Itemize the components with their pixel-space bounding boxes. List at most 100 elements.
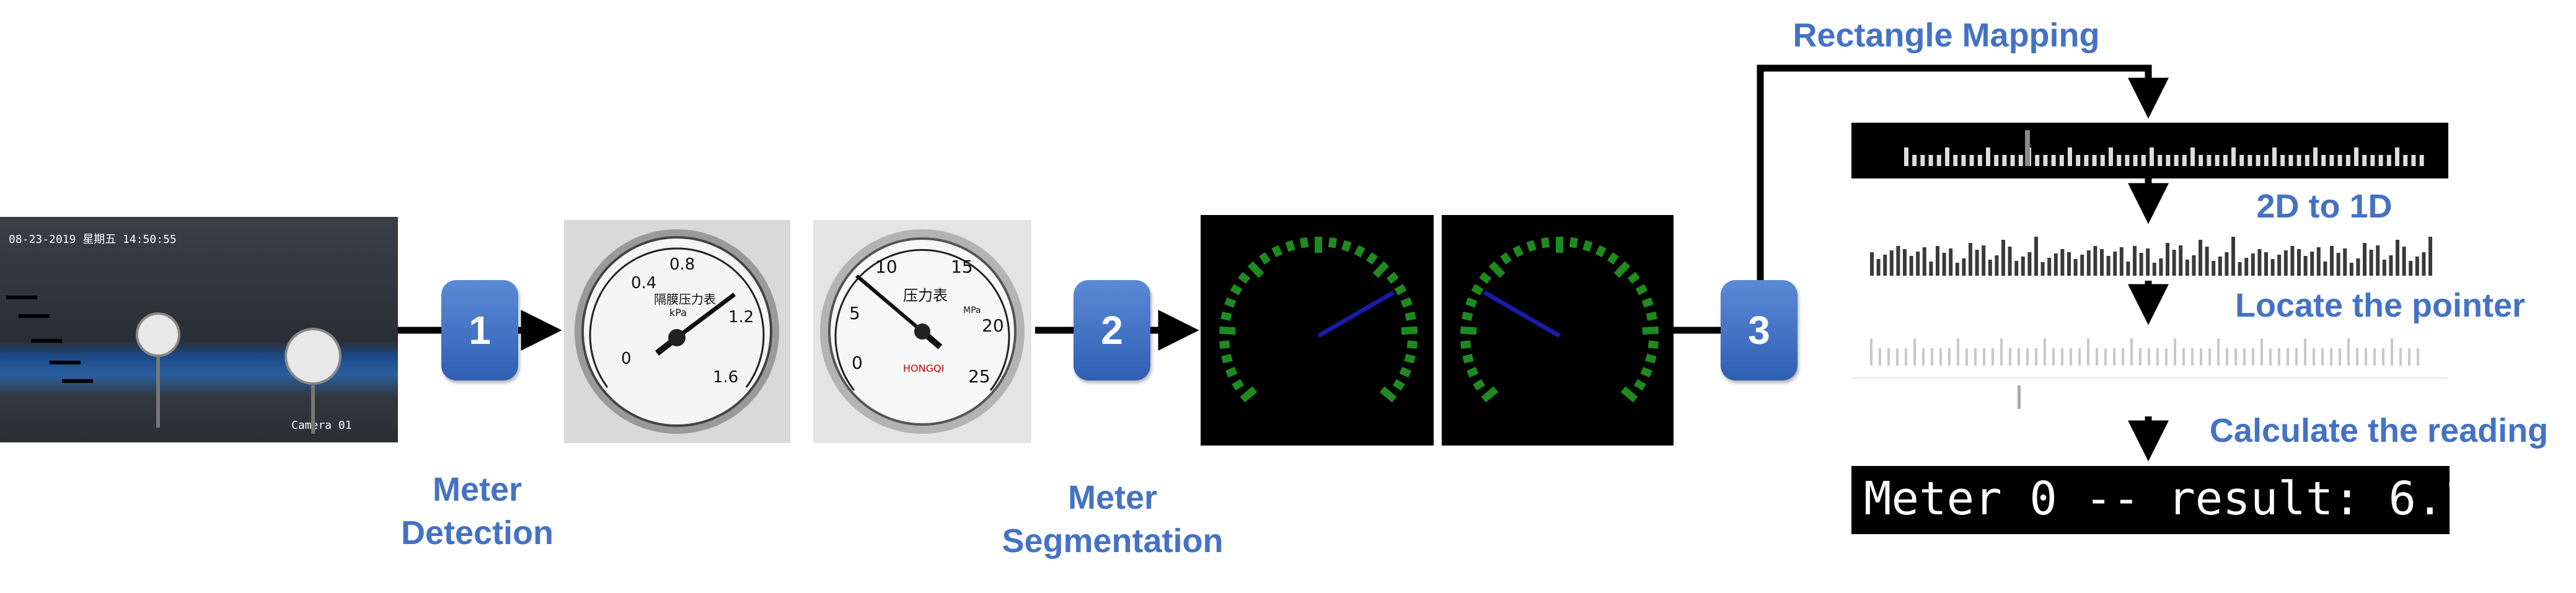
strip-tick: [2296, 155, 2301, 166]
strip-tick: [2190, 147, 2195, 166]
gauge2-tick-10: 10: [875, 257, 898, 277]
locate-bar: [2330, 348, 2332, 366]
scale-mark: [1405, 311, 1416, 321]
gauge-crop-1: 0.4 0.8 1.2 0 1.6 隔膜压力表 kPa: [564, 220, 790, 443]
locate-bar: [2208, 348, 2211, 366]
scale-mark: [1220, 311, 1232, 321]
arrow-step3-to-mapping: [1757, 64, 2169, 280]
locate-bar: [2408, 348, 2411, 366]
profile-bar: [2323, 261, 2327, 276]
scale-mark: [1460, 326, 1477, 335]
strip-tick: [1961, 155, 1966, 166]
scale-mark: [1372, 261, 1390, 278]
scale-mark: [1647, 340, 1659, 349]
scale-mark: [1595, 245, 1607, 258]
label-meter-detection-line1: Meter: [432, 471, 523, 508]
pointer-location-strip: [1851, 328, 2448, 416]
profile-bar: [2218, 257, 2222, 276]
profile-bar: [2402, 247, 2406, 276]
strip-tick: [2378, 155, 2383, 166]
profile-bar: [2119, 247, 2124, 276]
profile-bar: [2067, 252, 2071, 276]
gauge1-tick-0.4: 0.4: [631, 274, 656, 292]
scale-mark: [1399, 366, 1411, 378]
scale-mark: [1627, 271, 1640, 284]
profile-bar: [2093, 246, 2097, 276]
locate-bar: [1948, 348, 1951, 366]
strip-tick: [2247, 155, 2252, 166]
strip-tick: [1945, 147, 1949, 166]
locate-bar: [1887, 348, 1890, 366]
profile-bar: [2047, 258, 2052, 276]
strip-tick: [2313, 147, 2318, 166]
profile-bar: [2257, 249, 2262, 276]
profile-bar: [2106, 256, 2111, 276]
gauge2-title: 压力表: [903, 287, 948, 304]
strip-tick: [2280, 155, 2285, 166]
profile-bar: [1883, 255, 1887, 276]
locate-bar: [1913, 338, 1916, 366]
profile-bar: [1936, 246, 1939, 276]
camera-gauge-right: [285, 328, 342, 385]
strip-tick: [2321, 155, 2326, 166]
profile-bar: [2369, 250, 2373, 276]
scale-mark: [1219, 326, 1236, 335]
profile-bar: [2086, 250, 2091, 276]
locate-bar: [1931, 348, 1933, 366]
strip-tick: [2010, 155, 2015, 166]
profile-bar: [2244, 258, 2249, 276]
locate-bar: [2009, 348, 2011, 366]
profile-bar: [1876, 259, 1881, 276]
strip-tick: [2084, 155, 2089, 166]
result-text: Meter 0 -- result: 6.199: [1864, 472, 2527, 525]
strip-tick: [2059, 155, 2064, 166]
strip-tick: [2207, 155, 2212, 166]
strip-tick: [2076, 155, 2081, 166]
profile-bar: [2133, 246, 2137, 276]
locate-bar: [1974, 348, 1977, 366]
locate-bar: [2278, 348, 2280, 366]
profile-bar: [2212, 261, 2216, 276]
profile-bar: [1969, 243, 1972, 276]
locate-bar: [2165, 348, 2168, 366]
locate-bar: [2373, 348, 2376, 366]
strip-tick: [1904, 147, 1908, 166]
strip-tick: [2133, 155, 2138, 166]
scale-mark: [1225, 366, 1238, 378]
profile-bar: [2297, 249, 2301, 276]
scale-mark: [1299, 237, 1309, 248]
scale-mark: [1481, 386, 1499, 403]
profile-bar: [1922, 247, 1926, 276]
scale-mark: [1473, 379, 1486, 391]
profile-bar: [2172, 250, 2176, 276]
locate-bar: [2243, 348, 2246, 366]
gauge1-title: 隔膜压力表: [654, 292, 716, 307]
profile-bar: [1916, 252, 1920, 276]
profile-bar: [1929, 261, 1933, 276]
camera-image: 08-23-2019 星期五 14:50:55 Camera 01: [0, 217, 398, 442]
scale-mark: [1401, 326, 1418, 335]
profile-bar: [2290, 246, 2295, 276]
pointer-mark: [1317, 290, 1395, 338]
scale-mark: [1569, 237, 1579, 248]
gauge2-tick-15: 15: [951, 257, 973, 277]
label-rectangle-mapping: Rectangle Mapping: [1793, 17, 2100, 54]
gauge2-tick-25: 25: [968, 366, 990, 387]
gauge2-tick-5: 5: [849, 303, 860, 323]
profile-bar: [2251, 253, 2255, 276]
locate-bar: [2130, 338, 2133, 366]
locate-bar: [2321, 348, 2324, 366]
locate-bar: [2226, 348, 2228, 366]
scale-mark: [1392, 379, 1405, 391]
gauge2-tick-20: 20: [982, 315, 1004, 336]
scale-mark: [1354, 245, 1365, 258]
profile-bar: [2270, 259, 2275, 276]
locate-bar: [1965, 348, 1968, 366]
segmentation-output-1: [1201, 215, 1434, 446]
label-calculate-reading: Calculate the reading: [2209, 412, 2549, 449]
scale-mark: [1641, 297, 1654, 308]
strip-tick: [2370, 155, 2375, 166]
profile-bar: [2021, 257, 2025, 276]
profile-bar: [1949, 248, 1953, 276]
profile-bar: [2199, 240, 2202, 276]
